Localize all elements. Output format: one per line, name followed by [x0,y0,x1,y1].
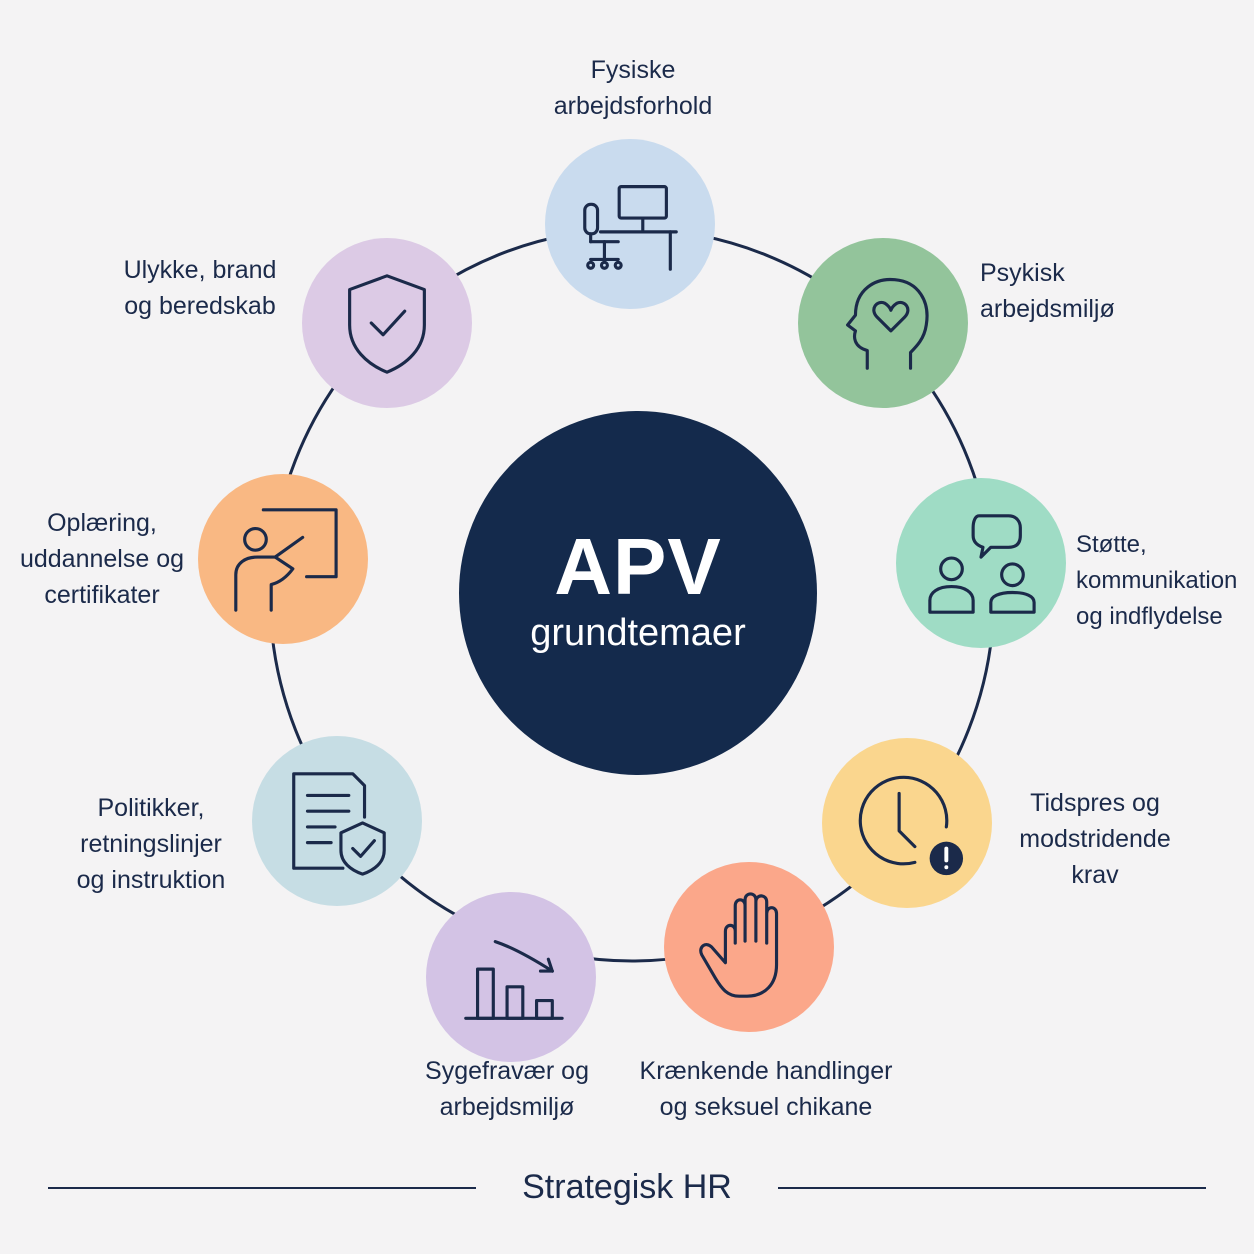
topic-circle-stoette [896,478,1066,648]
footer-divider-left [48,1187,476,1189]
shield-check-icon [348,274,426,374]
center-apv-circle: APV grundtemaer [459,411,817,775]
center-subtitle: grundtemaer [530,612,746,654]
document-shield-icon [292,772,386,876]
topic-circle-fysiske [545,139,715,309]
topic-circle-sygefravaer [426,892,596,1062]
topic-circle-oplaering [198,474,368,644]
footer-divider-right [778,1187,1206,1189]
center-title: APV [554,522,722,611]
people-chat-icon [928,514,1036,614]
bar-chart-down-icon [464,940,564,1020]
teacher-board-icon [234,508,338,612]
topic-circle-kraenkende [664,862,834,1032]
topic-circle-tidspres [822,738,992,908]
head-heart-icon [846,278,929,370]
footer-text: Strategisk HR [522,1168,732,1206]
desk-chair-monitor-icon [583,185,678,271]
topic-circle-politikker [252,736,422,906]
topic-circle-ulykke [302,238,472,408]
clock-alert-icon [858,775,964,876]
topic-circle-psykisk [798,238,968,408]
raised-hand-icon [699,892,779,998]
